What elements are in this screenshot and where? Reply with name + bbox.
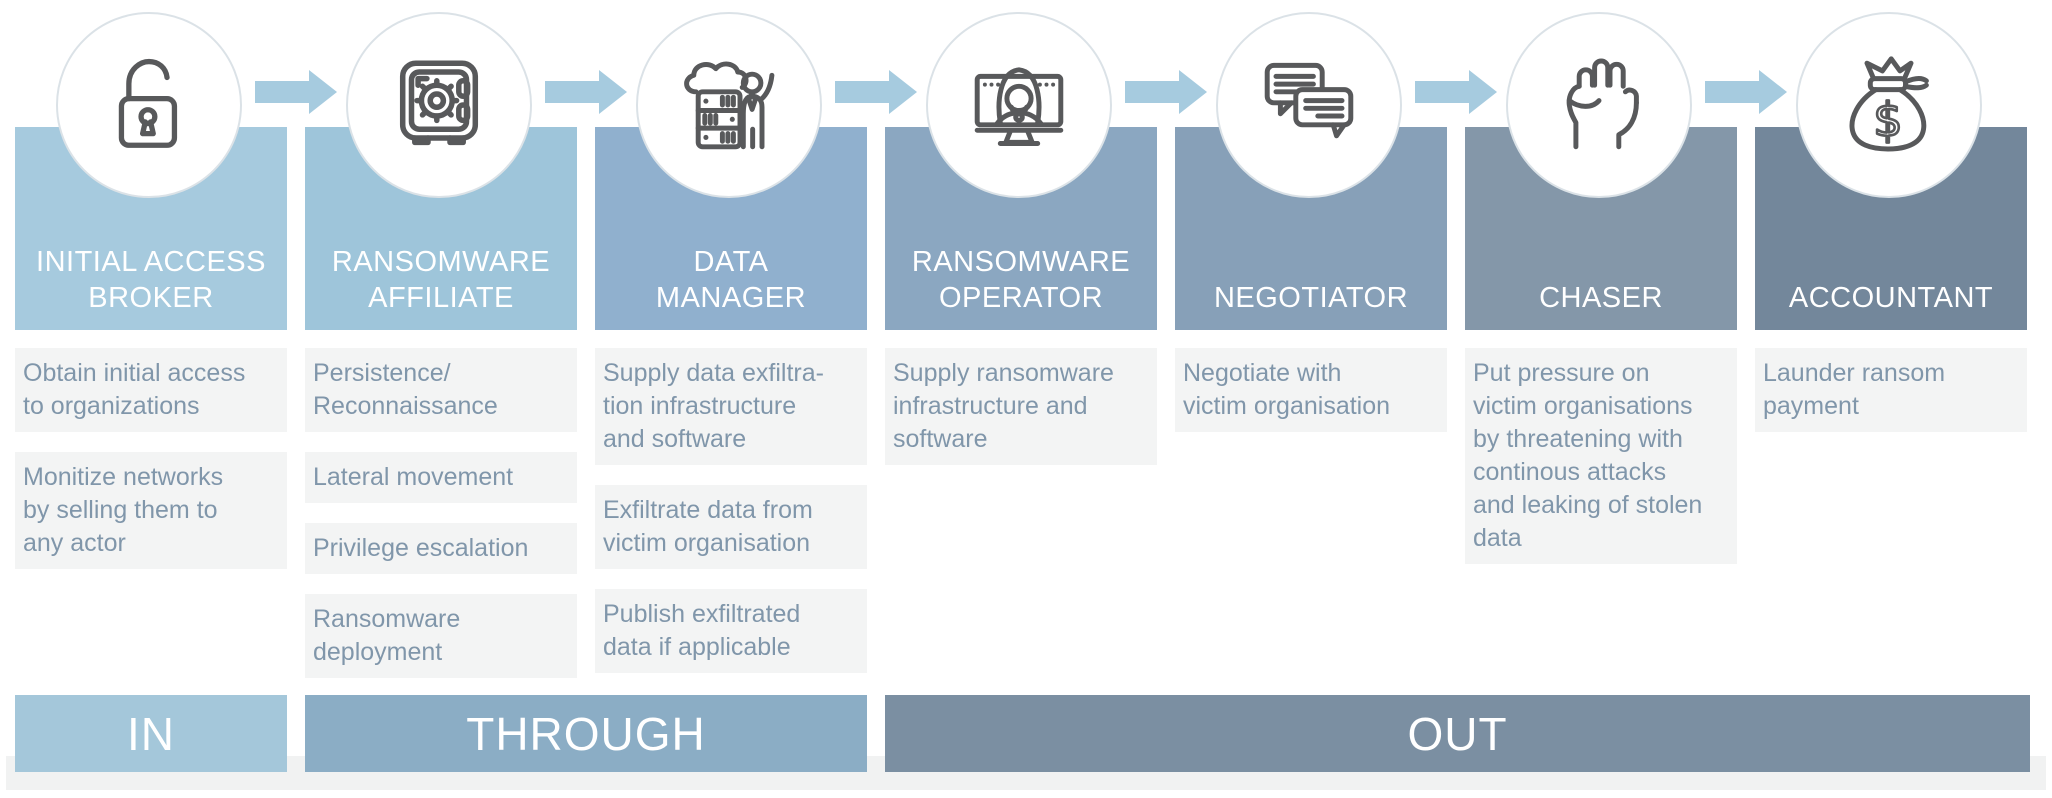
svg-text:$: $ [1873, 93, 1902, 147]
task-list: Supply ransomware infrastructure and sof… [885, 348, 1157, 465]
flow-arrow-icon [1415, 70, 1497, 114]
task-list: Launder ransom payment [1755, 348, 2027, 432]
role-title: INITIAL ACCESS BROKER [36, 246, 266, 314]
task-item: Publish exfiltrated data if applicable [595, 589, 867, 673]
task-item: Persistence/ Reconnaissance [305, 348, 577, 432]
safe-icon [399, 60, 479, 146]
task-list: Negotiate with victim organisation [1175, 348, 1447, 432]
phase-band-in: IN [15, 695, 287, 772]
task-item: Supply ransomware infrastructure and sof… [885, 348, 1157, 465]
task-item: Supply data exfiltra- tion infrastructur… [595, 348, 867, 465]
role-box: RANSOMWARE OPERATOR [885, 127, 1157, 330]
role-icon-circle [346, 12, 532, 198]
money-bag-icon: $ [1849, 56, 1929, 152]
role-title: DATA MANAGER [655, 246, 807, 314]
task-item: Exfiltrate data from victim organisation [595, 485, 867, 569]
flow-arrow-icon [545, 70, 627, 114]
open-padlock-icon [118, 58, 178, 148]
flow-arrow-icon [1705, 70, 1787, 114]
flow-arrow-icon [1125, 70, 1207, 114]
chat-bubbles-icon [1264, 62, 1354, 139]
phase-label: THROUGH [466, 707, 706, 760]
task-item: Obtain initial access to organizations [15, 348, 287, 432]
task-item: Privilege escalation [305, 523, 577, 574]
server-admin-icon [684, 61, 775, 150]
role-box: DATA MANAGER [595, 127, 867, 330]
task-item: Launder ransom payment [1755, 348, 2027, 432]
hacker-monitor-icon [974, 67, 1064, 146]
role-icon-circle [56, 12, 242, 198]
task-item: Put pressure on victim organisations by … [1465, 348, 1737, 564]
role-title: NEGOTIATOR [1213, 281, 1409, 314]
task-item: Negotiate with victim organisation [1175, 348, 1447, 432]
phase-label: IN [127, 707, 175, 760]
role-title: ACCOUNTANT [1788, 281, 1994, 314]
flow-arrow-icon [835, 70, 917, 114]
phase-band-out: OUT [885, 695, 2030, 772]
role-icon-circle [1506, 12, 1692, 198]
task-list: Supply data exfiltra- tion infrastructur… [595, 348, 867, 673]
role-icon-circle [926, 12, 1112, 198]
task-list: Put pressure on victim organisations by … [1465, 348, 1737, 564]
task-item: Lateral movement [305, 452, 577, 503]
role-title: RANSOMWARE AFFILIATE [331, 246, 551, 314]
flow-arrow-icon [255, 70, 337, 114]
role-icon-circle [1216, 12, 1402, 198]
task-item: Monitize networks by selling them to any… [15, 452, 287, 569]
role-icon-circle [636, 12, 822, 198]
role-title: CHASER [1539, 281, 1663, 314]
fist-icon [1566, 58, 1639, 150]
phase-label: OUT [1407, 707, 1508, 760]
phase-band-through: THROUGH [305, 695, 867, 772]
role-title: RANSOMWARE OPERATOR [911, 246, 1131, 314]
role-icon-circle: $ [1796, 12, 1982, 198]
task-item: Ransomware deployment [305, 594, 577, 678]
